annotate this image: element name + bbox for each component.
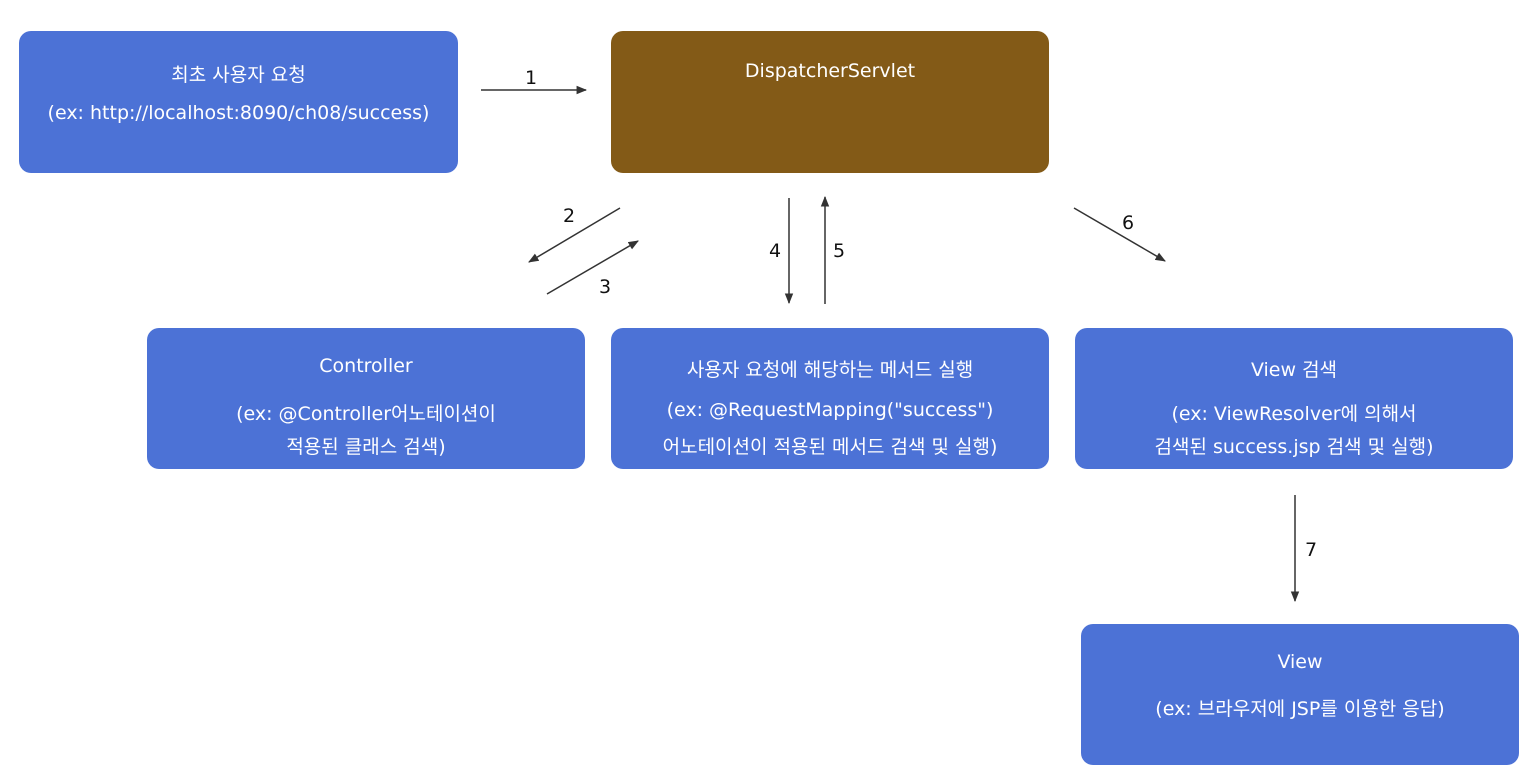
arrow-1-label: 1 (525, 67, 537, 89)
dispatcher-servlet-box: DispatcherServlet (611, 31, 1049, 173)
dispatcher-title: DispatcherServlet (744, 60, 916, 82)
view-example: (ex: 브라우저에 JSP를 이용한 응답) (1155, 698, 1445, 720)
method-title: 사용자 요청에 해당하는 메서드 실행 (686, 359, 974, 381)
view-search-example-1: (ex: ViewResolver에 의해서 (1171, 403, 1417, 425)
request-example: (ex: http://localhost:8090/ch08/success) (47, 102, 430, 124)
arrow-6 (1073, 207, 1166, 262)
arrow-2-label: 2 (563, 205, 575, 227)
arrow-2 (528, 207, 621, 263)
arrow-4-label: 4 (769, 240, 781, 262)
view-search-box: View 검색 (ex: ViewResolver에 의해서 검색된 succe… (1075, 328, 1513, 469)
controller-title: Controller (319, 355, 413, 377)
request-title: 최초 사용자 요청 (171, 64, 306, 86)
view-search-example-2: 검색된 success.jsp 검색 및 실행) (1154, 436, 1434, 458)
view-box: View (ex: 브라우저에 JSP를 이용한 응답) (1081, 624, 1519, 765)
method-example-1: (ex: @RequestMapping("success") (666, 399, 994, 421)
controller-example-1: (ex: @Controller어노테이션이 (236, 403, 496, 425)
method-box: 사용자 요청에 해당하는 메서드 실행 (ex: @RequestMapping… (611, 328, 1049, 469)
arrow-3 (546, 240, 639, 295)
method-example-2: 어노테이션이 적용된 메서드 검색 및 실행) (662, 436, 998, 458)
arrow-3-label: 3 (599, 276, 611, 298)
request-box: 최초 사용자 요청 (ex: http://localhost:8090/ch0… (19, 31, 458, 173)
view-title: View (1277, 651, 1323, 673)
controller-example-2: 적용된 클래스 검색) (286, 436, 446, 458)
arrow-7-label: 7 (1305, 539, 1317, 561)
view-search-title: View 검색 (1250, 359, 1338, 381)
arrow-6-label: 6 (1122, 212, 1134, 234)
controller-box: Controller (ex: @Controller어노테이션이 적용된 클래… (147, 328, 585, 469)
arrow-5-label: 5 (833, 240, 845, 262)
